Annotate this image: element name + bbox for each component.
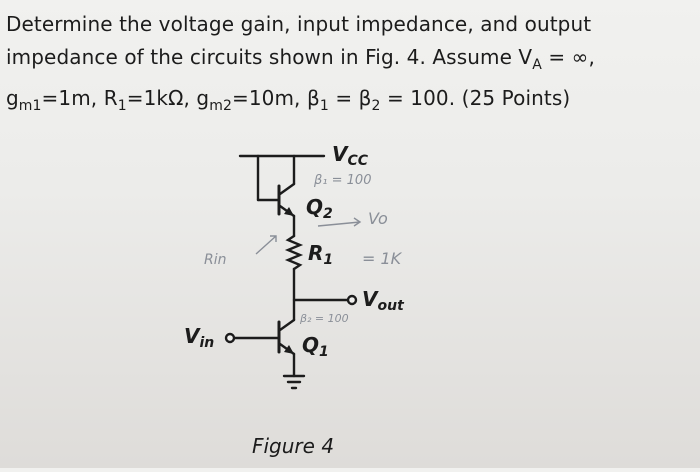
handwritten-beta2: β₂ = 100	[299, 312, 349, 325]
vin-terminal	[224, 332, 236, 344]
problem-line-1: Determine the voltage gain, input impeda…	[6, 12, 592, 36]
sub-1: 1	[117, 98, 127, 114]
text-1m-r: =1m, R	[41, 86, 118, 110]
sub-m1: m1	[18, 98, 42, 114]
sub-beta1: 1	[319, 98, 329, 114]
problem-line-2-text: impedance of the circuits shown in Fig. …	[6, 45, 533, 69]
handwritten-r1-value: = 1K	[362, 249, 403, 268]
problem-statement: Determine the voltage gain, input impeda…	[6, 8, 696, 123]
figure-caption: Figure 4	[252, 434, 335, 458]
handwritten-vo: Vo	[368, 209, 388, 228]
q1-collector	[278, 318, 296, 332]
handwritten-rin: Rin	[204, 252, 227, 268]
text-1k-g: =1kΩ, g	[126, 86, 210, 110]
vcc-label: VCC	[332, 142, 369, 169]
text-eq-beta: = β	[328, 86, 372, 110]
handwritten-beta1: β₁ = 100	[313, 173, 371, 188]
problem-line-3: gm1=1m, R1=1kΩ, gm2=10m, β1 = β2 = 100. …	[6, 82, 696, 123]
handwritten-vo-arrow	[317, 217, 362, 227]
vout-label: Vout	[362, 287, 405, 314]
r1-resistor	[284, 234, 304, 271]
q1-emitter-arrow	[284, 345, 294, 354]
vin-label: Vin	[184, 324, 214, 351]
q1-label: Q1	[302, 333, 329, 360]
vout-terminal	[346, 294, 358, 306]
sub-beta2: 2	[371, 98, 381, 114]
q2-label: Q2	[306, 195, 333, 222]
text-points: = 100. (25 Points)	[380, 86, 571, 110]
q2-emitter-arrow	[284, 207, 294, 216]
problem-line-2: impedance of the circuits shown in Fig. …	[6, 41, 696, 82]
va-subscript: A	[532, 57, 542, 73]
r1-label: R1	[308, 241, 333, 268]
sub-m2: m2	[209, 98, 232, 114]
problem-line-2-end: = ∞,	[541, 45, 595, 69]
handwritten-rin-arrow	[255, 235, 277, 255]
text-10m-beta: =10m, β	[231, 86, 320, 110]
q2-collector	[278, 182, 296, 196]
text-g: g	[6, 86, 19, 110]
